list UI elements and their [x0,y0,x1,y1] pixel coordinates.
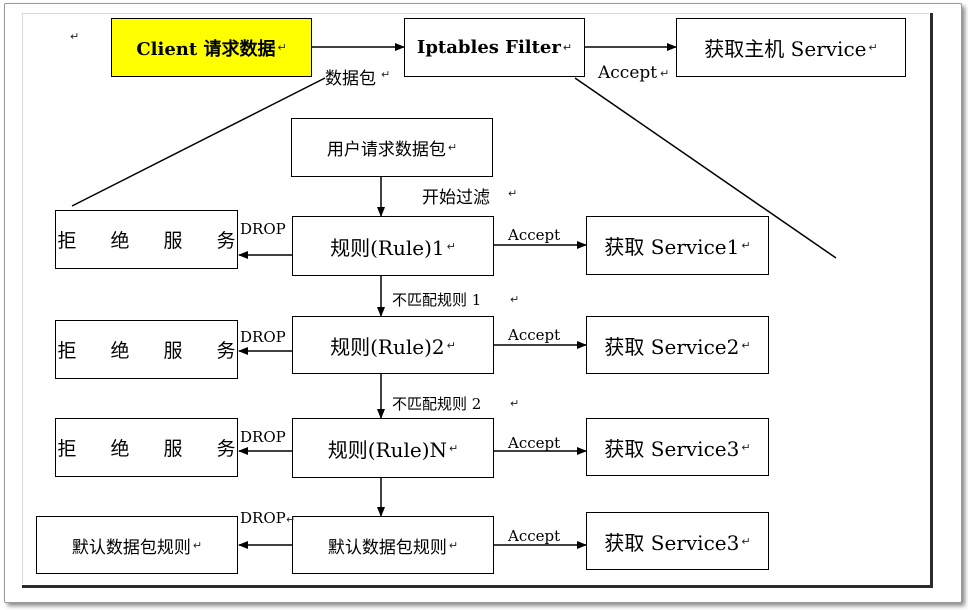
user-request-packet-box: 用户请求数据包↵ [291,118,493,177]
client-request-label: Client 请求数据 [136,38,276,60]
paragraph-mark: ↵ [286,513,296,526]
no-match-rule-2-label: 不匹配规则 2 [392,395,482,413]
service-4-box: 获取 Service3↵ [586,512,769,570]
paragraph-mark: ↵ [741,239,751,252]
paragraph-mark: ↵ [510,293,520,306]
host-service-box: 获取主机 Service↵ [676,18,906,77]
paragraph-mark: ↵ [447,141,458,154]
rule-n-box: 规则(Rule)N↵ [292,418,494,478]
paragraph-mark: ↵ [508,187,518,200]
user-request-packet-label: 用户请求数据包 [326,140,446,160]
paragraph-mark: ↵ [741,338,751,352]
host-service-label: 获取主机 Service [704,37,867,61]
paragraph-mark: ↵ [448,538,459,552]
iptables-filter-label: Iptables Filter [416,37,561,58]
packet-label: 数据包 [325,69,376,89]
paragraph-mark: ↵ [868,41,878,54]
paragraph-mark: ↵ [741,534,751,548]
paragraph-mark: ↵ [510,397,520,410]
service-3-label: 获取 Service3 [604,436,740,461]
paragraph-mark: ↵ [562,41,573,54]
deny-service-label-2: 拒 绝 服 务 [57,340,250,362]
default-rule-label: 默认数据包规则 [327,537,447,558]
service-2-box: 获取 Service2↵ [586,316,769,374]
outer-border [4,3,962,603]
top-accept-label: Accept [598,63,658,83]
deny-service-box-2: 拒 绝 服 务 [55,320,238,379]
paragraph-mark: ↵ [660,67,670,80]
paragraph-mark: ↵ [70,30,80,43]
no-match-rule-1-label: 不匹配规则 1 [392,291,482,309]
zoom-line-right [574,77,837,259]
deny-service-label-3: 拒 绝 服 务 [57,438,250,460]
accept-label-4: Accept [508,527,561,545]
rule-2-label: 规则(Rule)2 [330,334,445,359]
service-2-label: 获取 Service2 [604,334,740,359]
paragraph-mark: ↵ [741,440,751,454]
default-rule-label-left: 默认数据包规则 [71,537,191,558]
inner-border-bottom [22,585,933,588]
paragraph-mark: ↵ [381,68,391,81]
iptables-filter-box: Iptables Filter↵ [404,18,585,77]
start-filter-label: 开始过滤 [422,188,490,208]
deny-service-box-1: 拒 绝 服 务 [55,210,238,269]
paragraph-mark: ↵ [446,338,456,352]
drop-label-1: DROP [240,220,286,238]
inner-border [22,13,929,584]
deny-service-label-1: 拒 绝 服 务 [57,230,250,252]
zoom-line-left [71,77,326,207]
inner-border-right [930,13,933,588]
rule-n-label: 规则(Rule)N [327,437,448,462]
default-rule-box-left: 默认数据包规则↵ [36,516,238,574]
client-request-box: Client 请求数据↵ [111,18,312,77]
accept-label-2: Accept [508,326,561,344]
service-1-box: 获取 Service1↵ [586,216,769,275]
drop-label-2: DROP [240,328,286,346]
deny-service-box-3: 拒 绝 服 务 [55,418,238,477]
paragraph-mark: ↵ [449,441,459,455]
paragraph-mark: ↵ [277,41,287,54]
drop-label-3: DROP [240,428,286,446]
accept-label-1: Accept [508,226,561,244]
rule-1-label: 规则(Rule)1 [330,235,445,260]
default-rule-box: 默认数据包规则↵ [292,516,494,574]
service-4-label: 获取 Service3 [604,530,740,555]
drop-label-4: DROP [240,509,286,527]
service-1-label: 获取 Service1 [604,235,740,259]
paragraph-mark: ↵ [446,239,456,253]
paragraph-mark: ↵ [192,538,203,552]
rule-1-box: 规则(Rule)1↵ [292,216,494,276]
service-3-box: 获取 Service3↵ [586,418,769,476]
rule-2-box: 规则(Rule)2↵ [292,316,494,374]
accept-label-3: Accept [508,434,561,452]
